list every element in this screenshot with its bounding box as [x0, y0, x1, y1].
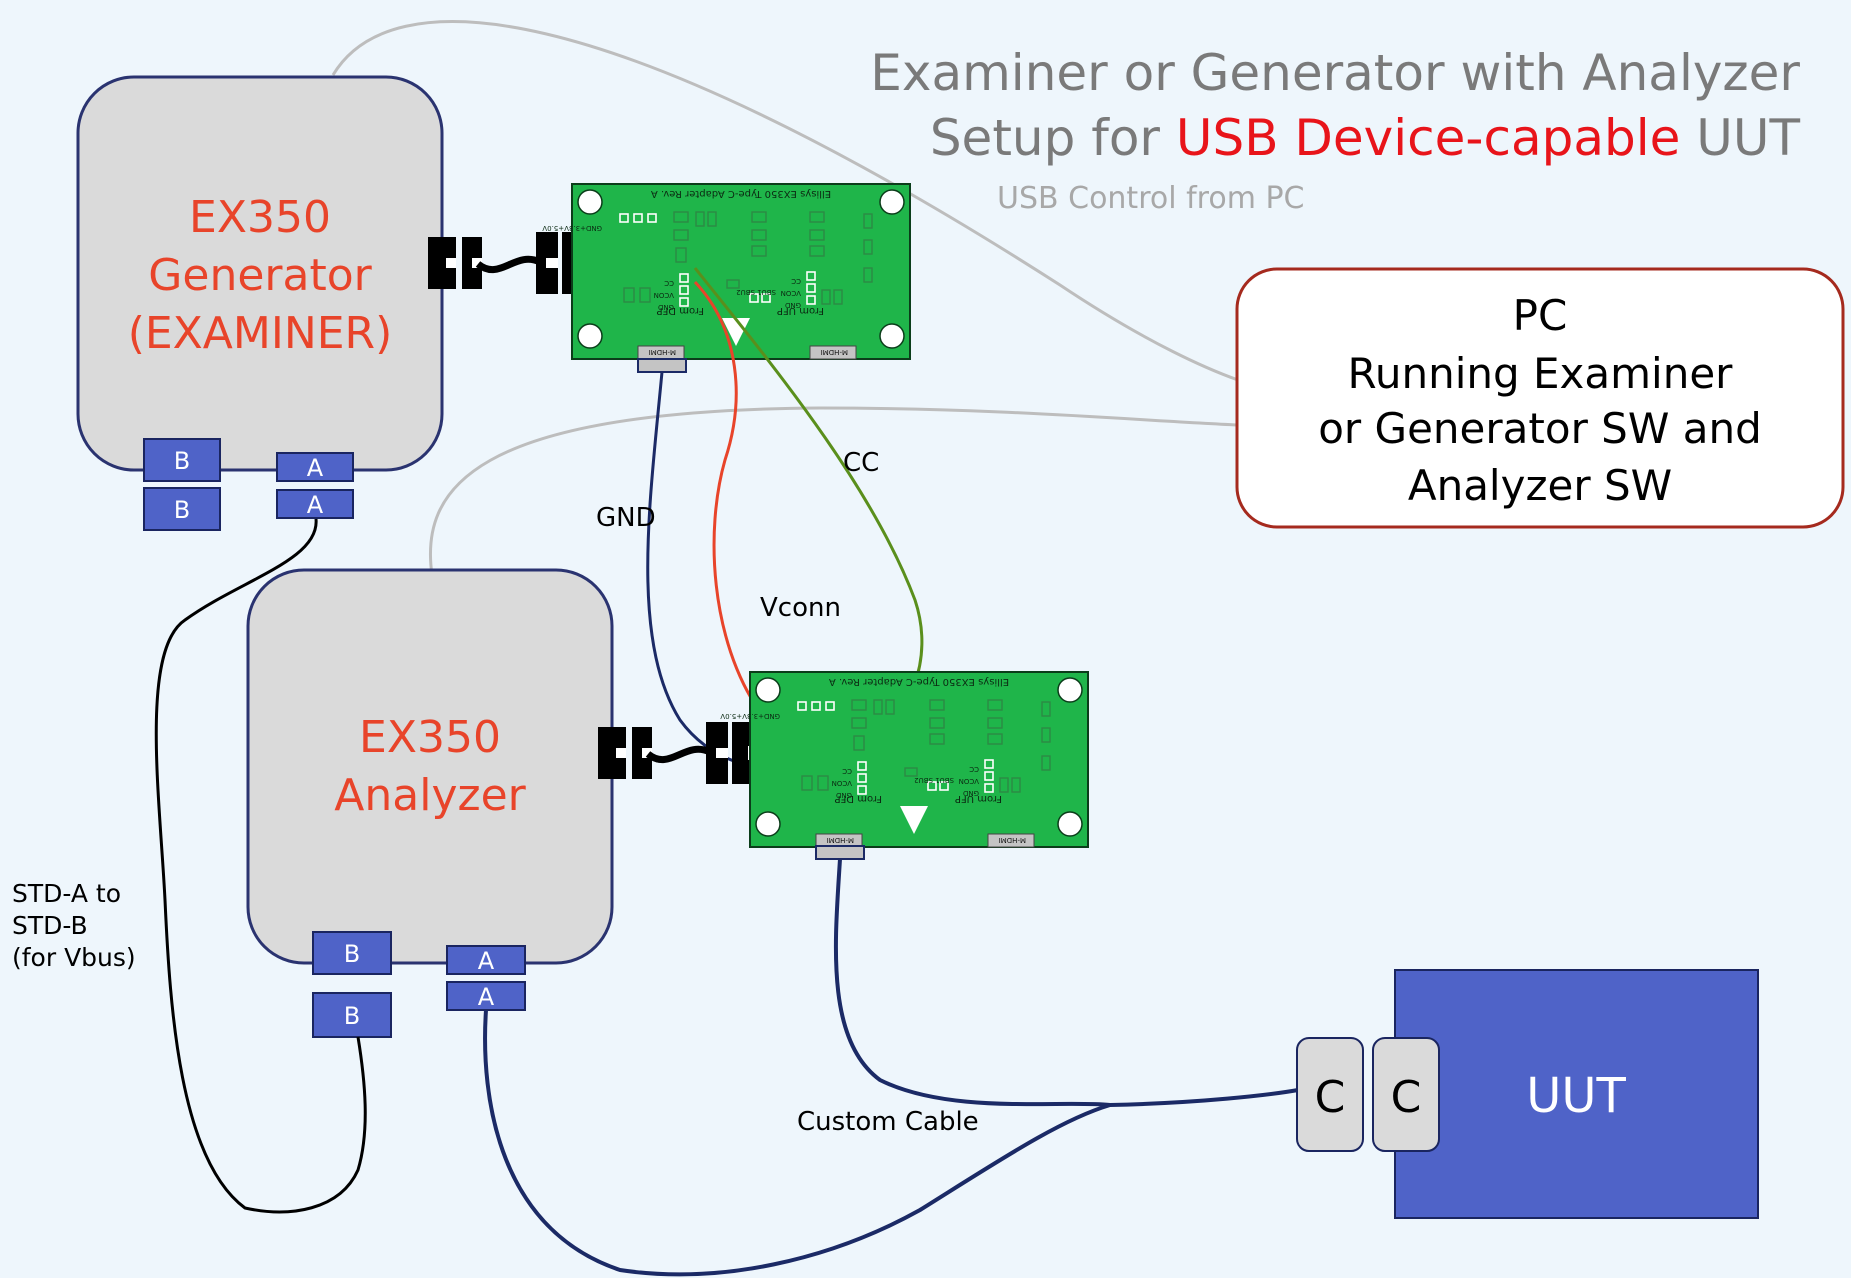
adapter-bottom-hdmi-ufp: M-HDMI	[999, 836, 1026, 844]
adapter-top-pin-cc-ufp: CC	[791, 277, 801, 285]
analyzer-label-model: EX350	[359, 712, 501, 763]
generator-port-a2-label: A	[307, 491, 324, 519]
adapter-top-pin-cc: CC	[664, 279, 674, 287]
adapter-bottom-pin-gnd: GND	[836, 791, 852, 799]
usb-control-label: USB Control from PC	[997, 181, 1305, 216]
adapter-top-from-ufp: From UFP	[777, 305, 824, 316]
title-highlight: USB Device-capable	[1176, 109, 1680, 167]
adapter-top-pin-vcon-ufp: VCON	[781, 289, 801, 297]
std-cable-label-line1: STD-A to	[12, 879, 121, 908]
analyzer-port-b1-label: B	[344, 940, 360, 968]
uut-connector-c-device[interactable]	[1372, 1037, 1440, 1152]
generator-port-a2[interactable]	[276, 489, 354, 519]
generator-label-type: Generator	[148, 250, 372, 301]
adapter-top-title: Ellisys EX350 Type-C Adapter Rev. A	[651, 188, 831, 199]
adapter-top-pwr: GND+3.3V+5.0V	[542, 224, 602, 232]
analyzer-port-a2[interactable]	[446, 981, 526, 1011]
diagram-title-line2: Setup for USB Device-capable UUT	[930, 109, 1801, 167]
adapter-bottom-sbu: SBU1 SBU2	[914, 776, 954, 784]
adapter-bottom-pin-cc: CC	[842, 767, 852, 775]
adapter-top-hdmi-dfp: M-HDMI	[649, 348, 676, 356]
generator-port-a1-label: A	[307, 454, 324, 482]
analyzer-port-a1-label: A	[478, 947, 495, 975]
usb-control-cable-analyzer	[428, 406, 1239, 576]
custom-cable-board-to-uut	[833, 858, 1299, 1108]
generator-label-role: (EXAMINER)	[128, 308, 393, 359]
adapter-board-top: Ellisys EX350 Type-C Adapter Rev. A GND+…	[542, 183, 911, 360]
pc-label-line3: or Generator SW and	[1318, 404, 1762, 453]
vconn-label: Vconn	[760, 593, 841, 623]
title-prefix: Setup for	[930, 109, 1176, 167]
generator-port-b2[interactable]	[143, 487, 221, 531]
adapter-bottom-hdmi-plug	[815, 845, 865, 860]
pc-label-line2: Running Examiner	[1348, 349, 1734, 398]
analyzer-hdmi-link	[598, 722, 772, 784]
generator-label-model: EX350	[189, 192, 331, 243]
adapter-top-pin-gnd: GND	[658, 303, 674, 311]
adapter-top-pin-gnd-ufp: GND	[785, 301, 801, 309]
adapter-bottom-from-ufp: From UFP	[955, 793, 1002, 804]
generator-port-b1[interactable]	[143, 438, 221, 482]
adapter-bottom-pin-gnd-ufp: GND	[963, 789, 979, 797]
adapter-bottom-pin-cc-ufp: CC	[969, 765, 979, 773]
custom-cable-analyzer-to-uut	[483, 1009, 1111, 1277]
adapter-top-from-dfp: From DFP	[657, 305, 704, 316]
generator-hdmi-link	[428, 232, 592, 294]
analyzer-label-type: Analyzer	[334, 770, 526, 821]
pc-box	[1235, 267, 1845, 529]
adapter-bottom-pin-vcon-ufp: VCON	[959, 777, 979, 785]
adapter-board-bottom: Ellisys EX350 Type-C Adapter Rev. A GND+…	[720, 671, 1089, 848]
std-cable-label-line3: (for Vbus)	[12, 943, 136, 972]
adapter-bottom-from-dfp: From DFP	[835, 793, 882, 804]
diagram-title-line1: Examiner or Generator with Analyzer	[870, 44, 1800, 102]
analyzer-port-b2-label: B	[344, 1002, 360, 1030]
analyzer-port-a1[interactable]	[446, 945, 526, 975]
uut-connector-c-device-label: C	[1391, 1072, 1422, 1123]
adapter-top-hdmi-plug	[637, 358, 687, 373]
generator-port-b1-label: B	[174, 447, 190, 475]
uut-box	[1394, 969, 1759, 1219]
analyzer-port-a2-label: A	[478, 983, 495, 1011]
adapter-bottom-hdmi-dfp: M-HDMI	[827, 836, 854, 844]
gnd-label: GND	[596, 503, 656, 533]
uut-connector-c-cable-label: C	[1315, 1072, 1346, 1123]
uut-label: UUT	[1526, 1068, 1626, 1124]
adapter-bottom-pwr: GND+3.3V+5.0V	[720, 712, 780, 720]
pc-label-title: PC	[1513, 291, 1568, 340]
std-a-to-std-b-cable	[154, 518, 367, 1214]
generator-port-b2-label: B	[174, 496, 190, 524]
analyzer-port-b1[interactable]	[312, 931, 392, 975]
title-suffix: UUT	[1680, 109, 1800, 167]
custom-cable-label: Custom Cable	[797, 1107, 979, 1137]
adapter-bottom-pin-vcon: VCON	[832, 779, 852, 787]
generator-port-a1[interactable]	[276, 452, 354, 482]
adapter-top-hdmi-ufp: M-HDMI	[821, 348, 848, 356]
usb-control-cable-generator	[331, 20, 1239, 382]
adapter-top-sbu: SBU1 SBU2	[736, 288, 776, 296]
cc-label: CC	[843, 448, 879, 478]
analyzer-box	[246, 568, 614, 965]
uut-connector-c-cable[interactable]	[1296, 1037, 1364, 1152]
pc-label-line4: Analyzer SW	[1408, 461, 1672, 510]
adapter-bottom-title: Ellisys EX350 Type-C Adapter Rev. A	[829, 676, 1009, 687]
adapter-top-pin-vcon: VCON	[654, 291, 674, 299]
std-cable-label-line2: STD-B	[12, 911, 88, 940]
analyzer-port-b2[interactable]	[312, 992, 392, 1038]
